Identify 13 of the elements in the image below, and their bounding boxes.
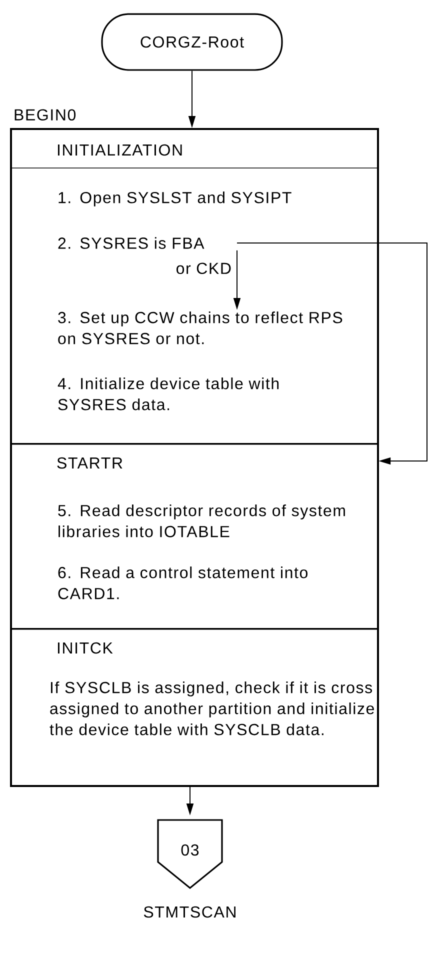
arrow bbox=[236, 242, 428, 465]
step-text: If SYSCLB is assigned, check if it is cross assigned to another partition and initialize the device table with SYSCLB data. bbox=[50, 682, 374, 736]
connector-label: STMTSCAN bbox=[144, 906, 236, 918]
step-text: 2. SYSRES is FBA bbox=[58, 237, 204, 249]
box-heading: BEGIN0 bbox=[14, 109, 76, 120]
offpage-connector: 03 bbox=[157, 819, 223, 890]
step-text: 3. Set up CCW chains to reflect RPS on SYSRES or not. bbox=[58, 312, 342, 344]
step-text: 4. Initialize device table with SYSRES data. bbox=[58, 378, 279, 410]
terminal-box: CORGZ-Root bbox=[101, 13, 283, 71]
step-text: 1. Open SYSLST and SYSIPT bbox=[58, 192, 292, 206]
step-text: 6. Read a control statement into CARD1. bbox=[58, 566, 308, 600]
step-text: 5. Read descriptor records of system libraries into IOTABLE bbox=[58, 504, 345, 538]
edge-label: or CKD bbox=[176, 262, 231, 274]
